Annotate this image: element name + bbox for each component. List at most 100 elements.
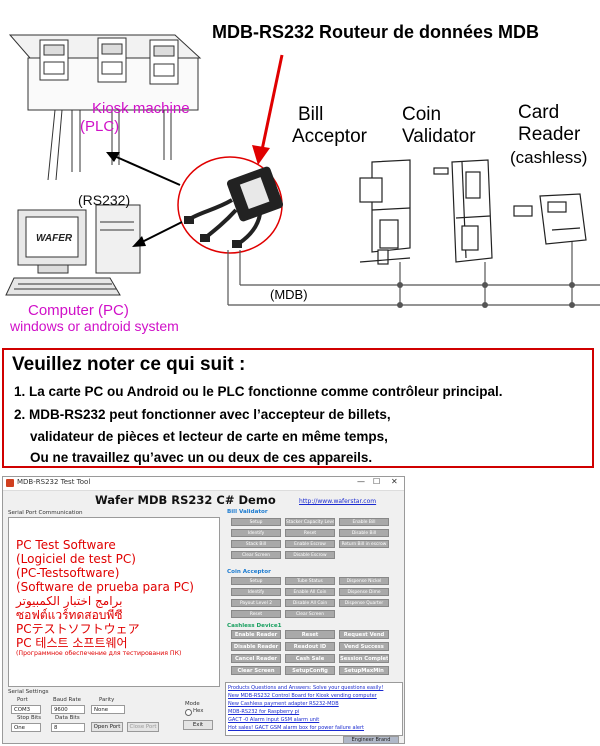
mode-value: Hex — [193, 708, 204, 714]
cashless-button-vend-success[interactable]: Vend Success — [339, 642, 389, 651]
reader-label: Reader — [518, 124, 581, 145]
links-panel — [225, 682, 403, 736]
bill-button-enable-escrow[interactable]: Enable Escrow — [285, 540, 335, 548]
test-tool-window: MDB-RS232 Test Tool — ☐ ✕ Wafer MDB RS23… — [2, 476, 405, 744]
port-label: Port — [17, 697, 28, 703]
validator-label: Validator — [402, 126, 476, 147]
cashless-device-label: Cashless Device1 — [227, 623, 282, 629]
serial-output-panel[interactable] — [8, 517, 220, 687]
link-6[interactable]: Hot sales! GACT GSM alarm box for power … — [228, 725, 365, 731]
bill-button-identify[interactable]: Identify — [231, 529, 281, 537]
website-link[interactable]: http://www.waferstar.com — [299, 498, 377, 505]
bus-junctions — [397, 282, 575, 308]
cashless-button-disable-reader[interactable]: Disable Reader — [231, 642, 281, 651]
app-title: Wafer MDB RS232 C# Demo — [95, 493, 276, 507]
notice-title: Veuillez noter ce qui suit : — [12, 354, 246, 375]
databits-label: Data Bits — [55, 715, 80, 721]
cashless-button-session-complete[interactable]: Session Complete — [339, 654, 389, 663]
link-4[interactable]: MDB-RS232 for Raspberry pi — [228, 709, 300, 715]
diagram-drawing: WAFER — [5, 34, 600, 308]
app-icon — [6, 479, 14, 487]
cashless-button-readout-id[interactable]: Readout ID — [285, 642, 335, 651]
window-title: MDB-RS232 Test Tool — [17, 478, 91, 486]
mode-hex-radio[interactable] — [185, 709, 192, 716]
bill-button-return-bill-in-escrow[interactable]: Return Bill in escrow — [339, 540, 389, 548]
cashless-button-clear-screen[interactable]: Clear Screen — [231, 666, 281, 675]
link-2[interactable]: New MDB-RS232 Control Board for Kiosk ve… — [228, 693, 377, 699]
coin-label: Coin — [402, 104, 442, 125]
exit-button[interactable]: Exit — [183, 720, 213, 730]
acceptor-label: Acceptor — [292, 126, 367, 147]
stopbits-select[interactable]: One — [11, 723, 41, 732]
card-label: Card — [518, 102, 560, 123]
bill-button-stack-bill[interactable]: Stack Bill — [231, 540, 281, 548]
cashless-button-cancel-reader[interactable]: Cancel Reader — [231, 654, 281, 663]
coin-button-reset[interactable]: Reset — [231, 610, 281, 618]
mdb-bus-lines — [227, 240, 600, 306]
overlay-line-5: برامج اختبار الكمبيوتر — [16, 594, 123, 608]
bill-button-enable-bill[interactable]: Enable Bill — [339, 518, 389, 526]
computer-illustration — [5, 204, 141, 296]
link-3[interactable]: New Cashless payment adapter RS232-MDB — [228, 701, 339, 707]
notice-line-1: 1. La carte PC ou Android ou le PLC fonc… — [14, 384, 503, 399]
bill-button-stacker-capacity-level[interactable]: Stacker Capacity Level — [285, 518, 335, 526]
overlay-line-8: PC 테스트 소프트웨어 — [16, 636, 128, 650]
databits-select[interactable]: 8 — [51, 723, 85, 732]
coin-button-tube-status[interactable]: Tube Status — [285, 577, 335, 585]
coin-button-payout-level-2[interactable]: Payout Level 2 — [231, 599, 281, 607]
cashless-button-reset[interactable]: Reset — [285, 630, 335, 639]
bill-button-disable-escrow[interactable]: Disable Escrow — [285, 551, 335, 559]
monitor-brand-text: WAFER — [36, 233, 73, 244]
kiosk-machine-illustration — [8, 34, 202, 181]
baud-label: Baud Rate — [53, 697, 81, 703]
bill-button-disable-bill[interactable]: Disable Bill — [339, 529, 389, 537]
engineer-brand-button[interactable]: Engineer Brand — [343, 736, 399, 744]
overlay-line-1: PC Test Software — [16, 538, 116, 552]
coin-validator-illustration — [433, 159, 493, 263]
maximize-icon[interactable]: ☐ — [373, 477, 381, 486]
mode-label: Mode — [185, 701, 200, 707]
notice-box: Veuillez noter ce qui suit : 1. La carte… — [2, 348, 594, 468]
mdb-rs232-device-illustration — [184, 166, 284, 248]
notice-line-2: 2. MDB-RS232 peut fonctionner avec l’acc… — [14, 407, 391, 422]
link-5[interactable]: GACT -0 Alarm input GSM alarm unit — [228, 717, 320, 723]
close-port-button[interactable]: Close Port — [127, 722, 159, 732]
port-select[interactable]: COM3 — [11, 705, 41, 714]
kiosk-label: Kiosk machine — [92, 100, 190, 117]
window-titlebar: MDB-RS232 Test Tool — ☐ ✕ — [3, 477, 404, 491]
link-1[interactable]: Products Questions and Answers: Solve yo… — [228, 685, 384, 691]
bill-button-setup[interactable]: Setup — [231, 518, 281, 526]
notice-line-3: validateur de pièces et lecteur de carte… — [30, 429, 388, 444]
open-port-button[interactable]: Open Port — [91, 722, 123, 732]
bill-acceptor-illustration — [359, 159, 411, 265]
coin-button-setup[interactable]: Setup — [231, 577, 281, 585]
coin-button-disable-all-coin[interactable]: Disable All Coin — [285, 599, 335, 607]
serial-comm-label: Serial Port Communication — [8, 510, 83, 516]
bill-validator-label: Bill Validator — [227, 509, 268, 515]
parity-label: Parity — [99, 697, 115, 703]
coin-button-dispense-quarter[interactable]: Dispense Quarter — [339, 599, 389, 607]
coin-button-dispense-dime[interactable]: Dispense Dime — [339, 588, 389, 596]
coin-button-enable-all-coin[interactable]: Enable All Coin — [285, 588, 335, 596]
cashless-button-setupconfig[interactable]: SetupConfig — [285, 666, 335, 675]
cashless-label: (cashless) — [510, 148, 588, 167]
diagram-title: MDB-RS232 Routeur de données MDB — [212, 22, 540, 42]
cashless-button-cash-sale[interactable]: Cash Sale — [285, 654, 335, 663]
bill-button-clear-screen[interactable]: Clear Screen — [231, 551, 281, 559]
arrows — [106, 54, 284, 247]
cashless-button-request-vend[interactable]: Request Vend — [339, 630, 389, 639]
baud-select[interactable]: 9600 — [51, 705, 85, 714]
plc-label: (PLC) — [80, 118, 120, 135]
card-reader-illustration — [513, 193, 587, 245]
parity-select[interactable]: None — [91, 705, 125, 714]
coin-button-dispense-nickel[interactable]: Dispense Nickel — [339, 577, 389, 585]
stopbits-label: Stop Bits — [17, 715, 42, 721]
coin-button-clear-screen[interactable]: Clear Screen — [285, 610, 335, 618]
cashless-button-enable-reader[interactable]: Enable Reader — [231, 630, 281, 639]
bill-button-reset[interactable]: Reset — [285, 529, 335, 537]
cashless-button-setupmaxmin[interactable]: SetupMaxMin — [339, 666, 389, 675]
rs232-label: (RS232) — [78, 192, 131, 208]
close-icon[interactable]: ✕ — [391, 477, 398, 486]
coin-button-identify[interactable]: Identify — [231, 588, 281, 596]
minimize-icon[interactable]: — — [357, 477, 365, 486]
